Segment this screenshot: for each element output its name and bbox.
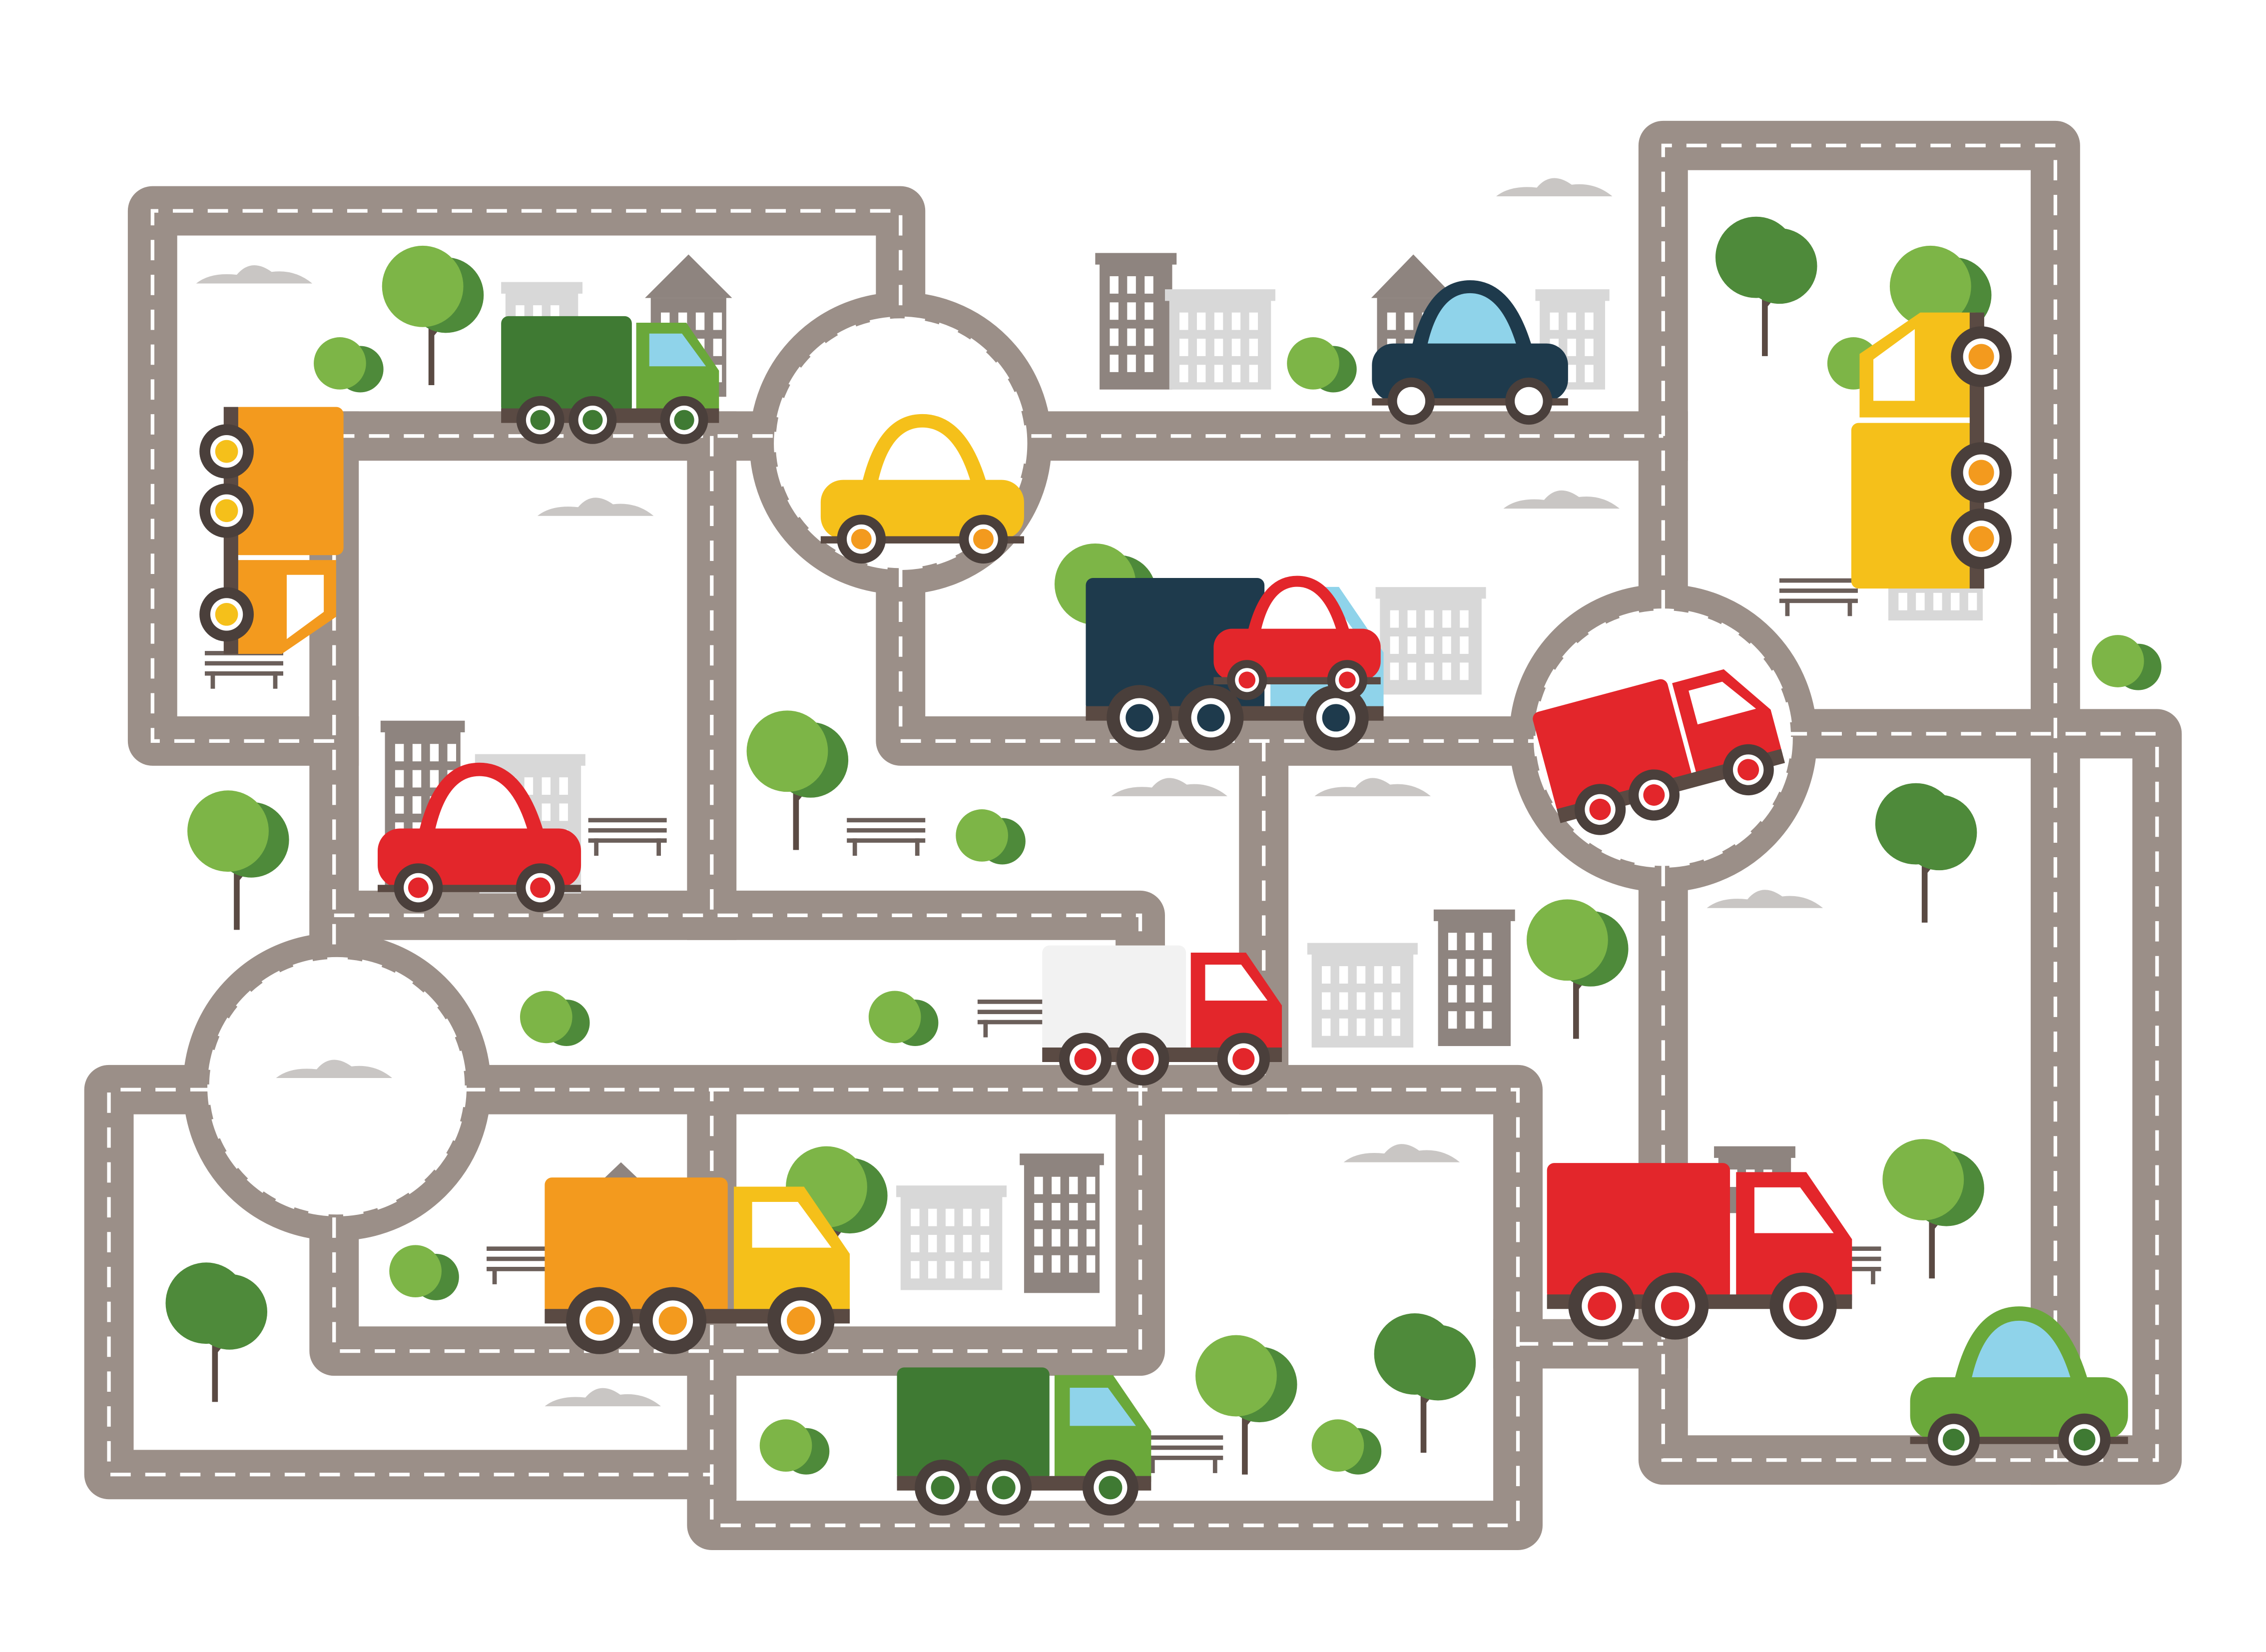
carried-red-car [1213, 575, 1381, 700]
building [1020, 1153, 1104, 1293]
fire-truck [1547, 1163, 1852, 1340]
roundabout-island [209, 959, 465, 1215]
school-bus [1851, 312, 2012, 589]
cloud [1496, 178, 1613, 197]
building [1535, 289, 1610, 390]
bush [956, 809, 1026, 865]
blue-car [1372, 280, 1568, 425]
lane-marking [1786, 732, 2159, 1462]
tree [1715, 216, 1817, 356]
bush [1287, 337, 1357, 393]
bench [847, 818, 926, 856]
cloud [1503, 490, 1620, 509]
tree [1882, 1139, 1984, 1279]
bench [588, 818, 667, 856]
cloud [545, 1388, 661, 1407]
cloud [537, 498, 654, 516]
bush [759, 1419, 830, 1475]
lane-marking [774, 316, 1028, 570]
lane-marking [465, 1088, 1520, 1528]
tree [382, 245, 484, 386]
lane-marking [1661, 143, 2058, 1462]
bench [1779, 578, 1858, 616]
vehicles [199, 280, 2128, 1516]
cloud [1706, 890, 1823, 908]
bush [314, 337, 384, 393]
bush [2092, 635, 2162, 690]
cloud [1111, 778, 1227, 796]
cement-mixer [545, 1177, 850, 1354]
tractor [501, 316, 719, 444]
tow-truck [199, 407, 344, 654]
building [1164, 289, 1275, 390]
building [1307, 943, 1418, 1048]
tree [187, 790, 289, 930]
bench [204, 651, 283, 689]
tree [1374, 1313, 1476, 1453]
building [1095, 253, 1177, 390]
tree [1875, 783, 1977, 923]
cloud [276, 1060, 393, 1078]
green-car [1910, 1306, 2128, 1466]
red-car [378, 762, 581, 912]
dump-truck [897, 1367, 1151, 1516]
lane-marking [1533, 608, 1793, 868]
taxi [820, 414, 1024, 564]
bush [1311, 1419, 1382, 1475]
lane-marking [332, 913, 1142, 1353]
building [1433, 909, 1515, 1047]
building [1375, 587, 1486, 695]
tree [1195, 1335, 1297, 1475]
lane-marking [150, 209, 903, 743]
red-bus [1533, 669, 1785, 835]
bench [1144, 1435, 1223, 1473]
cloud [1314, 778, 1431, 796]
building [896, 1185, 1007, 1290]
ambulance [1042, 945, 1282, 1086]
tree [746, 710, 849, 850]
cloud [196, 265, 313, 284]
roads [84, 120, 2182, 1550]
lane-marking [107, 1088, 712, 1477]
tree [1526, 899, 1629, 1039]
bush [868, 991, 939, 1047]
cloud [1343, 1144, 1460, 1162]
bush [389, 1245, 459, 1300]
bush [520, 991, 590, 1047]
lane-marking [207, 957, 467, 1216]
tree [165, 1262, 268, 1402]
